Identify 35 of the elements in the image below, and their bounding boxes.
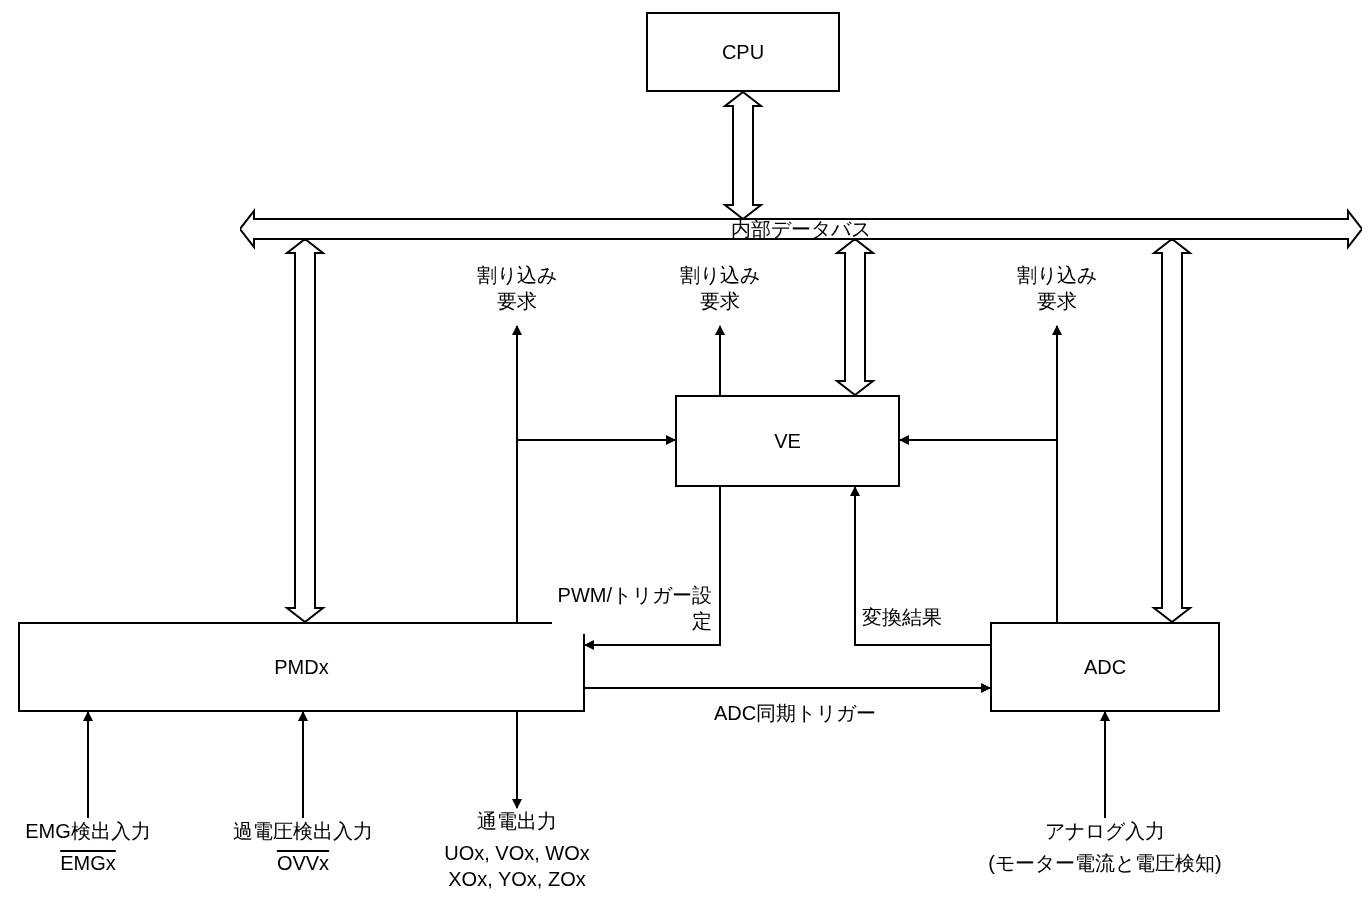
double-arrow: [284, 237, 326, 624]
signal-label: EMG検出入力: [25, 819, 151, 844]
arrow: [512, 711, 522, 809]
arrow: [584, 486, 721, 650]
signal-label: アナログ入力: [1045, 819, 1165, 844]
arrow: [298, 711, 308, 819]
block-label: VE: [774, 428, 801, 454]
block-box: [990, 622, 1220, 712]
signal-label: 割り込み要求: [476, 263, 558, 314]
block-box: [675, 395, 900, 487]
block-box: [18, 622, 585, 712]
block-label: ADC: [1083, 654, 1127, 680]
arrow: [850, 486, 991, 646]
double-arrow: [722, 90, 764, 221]
arrow: [83, 711, 93, 819]
edge-label: PWM/トリガー設定: [552, 582, 712, 634]
signal-name: OVVx: [276, 851, 330, 876]
arrow: [1100, 711, 1110, 819]
signal-label: 過電圧検出入力: [233, 819, 373, 844]
signal-label: (モーター電流と電圧検知): [988, 851, 1222, 876]
block-label: PMDx: [274, 654, 329, 680]
signal-label: 割り込み要求: [679, 263, 761, 314]
double-arrow: [1151, 237, 1193, 624]
signal-label: 通電出力: [477, 809, 557, 834]
block-label: CPU: [721, 39, 765, 65]
signal-name: EMGx: [60, 851, 116, 876]
double-arrow: [834, 237, 876, 397]
block-box: [646, 12, 840, 92]
signal-label: UOx, VOx, WOx XOx, YOx, ZOx: [443, 841, 591, 892]
arrow: [516, 435, 676, 623]
arrow: [899, 435, 1058, 623]
arrow: [584, 683, 991, 693]
bus-label: 内部データバス: [731, 216, 871, 242]
signal-label: 割り込み要求: [1016, 263, 1098, 314]
arrow: [715, 325, 725, 396]
